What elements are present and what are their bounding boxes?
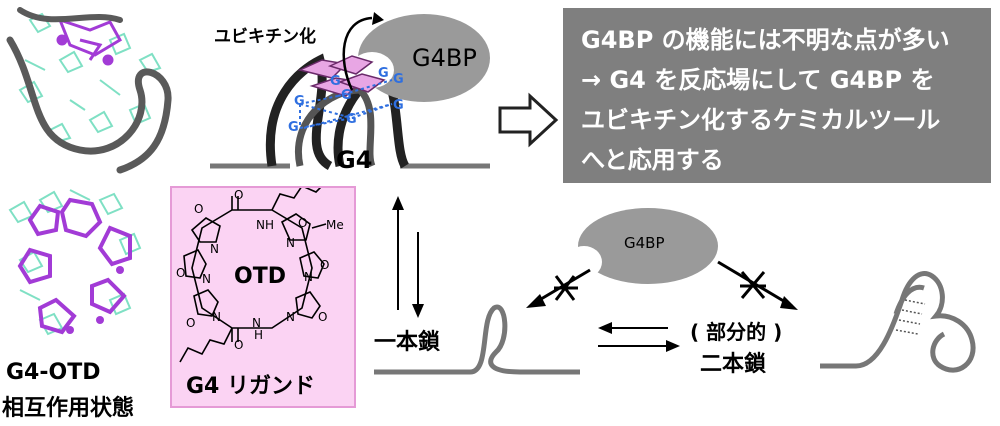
h-label: H xyxy=(254,328,264,342)
g4-otd-interaction-image xyxy=(8,189,142,336)
g-base-1: G xyxy=(294,94,305,109)
g-base-2: G xyxy=(288,120,299,135)
g-base-6: G xyxy=(393,98,404,113)
g4bp-protein-middle xyxy=(578,208,718,284)
o-label-4: O xyxy=(320,258,330,272)
o-label-8: O xyxy=(176,266,186,280)
g4-loop-left xyxy=(265,53,333,170)
ligand-box: O O NH N O Me N O N O H N O N O N O N OT… xyxy=(170,186,356,408)
double-strand-label-1: ( 部分的 ) xyxy=(690,320,783,344)
g-base-5: G xyxy=(393,72,404,87)
double-strand-label-2: 二本鎖 xyxy=(700,352,767,377)
summary-line-3: ユビキチン化するケミカルツール xyxy=(581,106,941,134)
nh-label-1: NH xyxy=(256,218,274,232)
g-base-4: G xyxy=(346,112,357,127)
ubiquitination-label: ユビキチン化 xyxy=(214,27,316,47)
summary-box: G4BP の機能には不明な点が多い → G4 を反応場にして G4BP を ユビ… xyxy=(563,8,991,183)
summary-line-1: G4BP の機能には不明な点が多い xyxy=(581,26,950,54)
n-label-4: N xyxy=(252,316,261,330)
o-label-2: O xyxy=(234,188,244,202)
ubiquitination-arrow xyxy=(342,16,373,91)
otd-structure xyxy=(179,188,327,363)
g4bp-label-top: G4BP xyxy=(412,44,477,72)
o-label-1: O xyxy=(194,202,204,216)
g4-loop-back xyxy=(295,86,376,168)
n-label-5: N xyxy=(212,310,221,324)
g-base-8: G xyxy=(378,66,389,81)
summary-line-4: へと応用する xyxy=(581,146,724,174)
o-label-5: O xyxy=(318,310,328,324)
arrow-up-head xyxy=(392,196,404,210)
me-label: Me xyxy=(326,218,344,232)
otd-core-label: OTD xyxy=(234,264,286,289)
ligand-caption: G4 リガンド xyxy=(186,374,316,399)
g-base-3: G xyxy=(341,88,352,103)
n-label-2: N xyxy=(304,270,313,284)
n-label-1: N xyxy=(286,236,295,250)
left-title-line1: G4-OTD xyxy=(6,360,101,385)
n-label-3: N xyxy=(286,310,295,324)
summary-line-2: → G4 を反応場にして G4BP を xyxy=(581,66,935,94)
arrow-right-head xyxy=(666,340,680,352)
single-strand xyxy=(374,304,580,375)
left-title-line2: 相互作用状態 xyxy=(2,396,135,421)
g4-label: G4 xyxy=(336,146,373,174)
single-strand-label: 一本鎖 xyxy=(374,330,441,355)
g4-structure-image xyxy=(6,7,172,174)
o-label-6: O xyxy=(234,338,244,352)
n-label-7: N xyxy=(210,242,219,256)
g-base-7: G xyxy=(330,74,341,89)
hairpin-strand xyxy=(820,271,976,373)
g4bp-label-middle: G4BP xyxy=(624,234,665,252)
o-label-7: O xyxy=(186,316,196,330)
o-label-3: O xyxy=(298,216,308,230)
arrow-left-head xyxy=(598,322,612,334)
n-label-6: N xyxy=(202,272,211,286)
hollow-arrow-right xyxy=(498,92,559,148)
arrow-down-head xyxy=(412,304,424,318)
g4-schematic xyxy=(210,12,559,170)
